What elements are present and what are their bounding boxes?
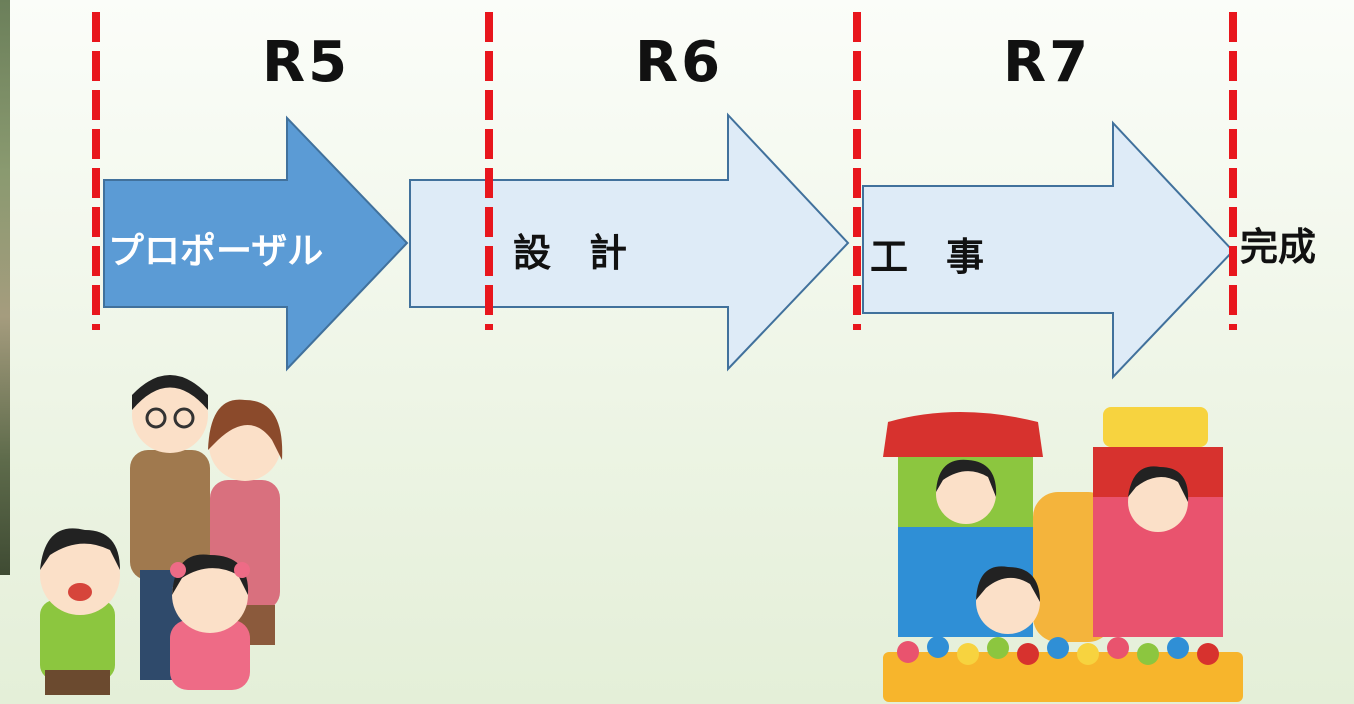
year-label-r7: R7 bbox=[1003, 30, 1092, 95]
family-illustration bbox=[40, 375, 283, 695]
arrow-construction bbox=[862, 120, 1235, 380]
phase-label-design: 設 計 bbox=[513, 231, 628, 275]
phase-label-proposal: プロポーザル bbox=[108, 231, 324, 272]
playground-children-illustration bbox=[883, 407, 1243, 702]
completion-label: 完成 bbox=[1240, 225, 1317, 269]
year-label-r5: R5 bbox=[262, 30, 351, 95]
background-photo-strip bbox=[0, 0, 10, 575]
arrow-design bbox=[409, 112, 850, 372]
phase-label-construction: 工 事 bbox=[870, 235, 985, 279]
arrow-proposal bbox=[103, 115, 409, 372]
year-label-r6: R6 bbox=[635, 30, 724, 95]
